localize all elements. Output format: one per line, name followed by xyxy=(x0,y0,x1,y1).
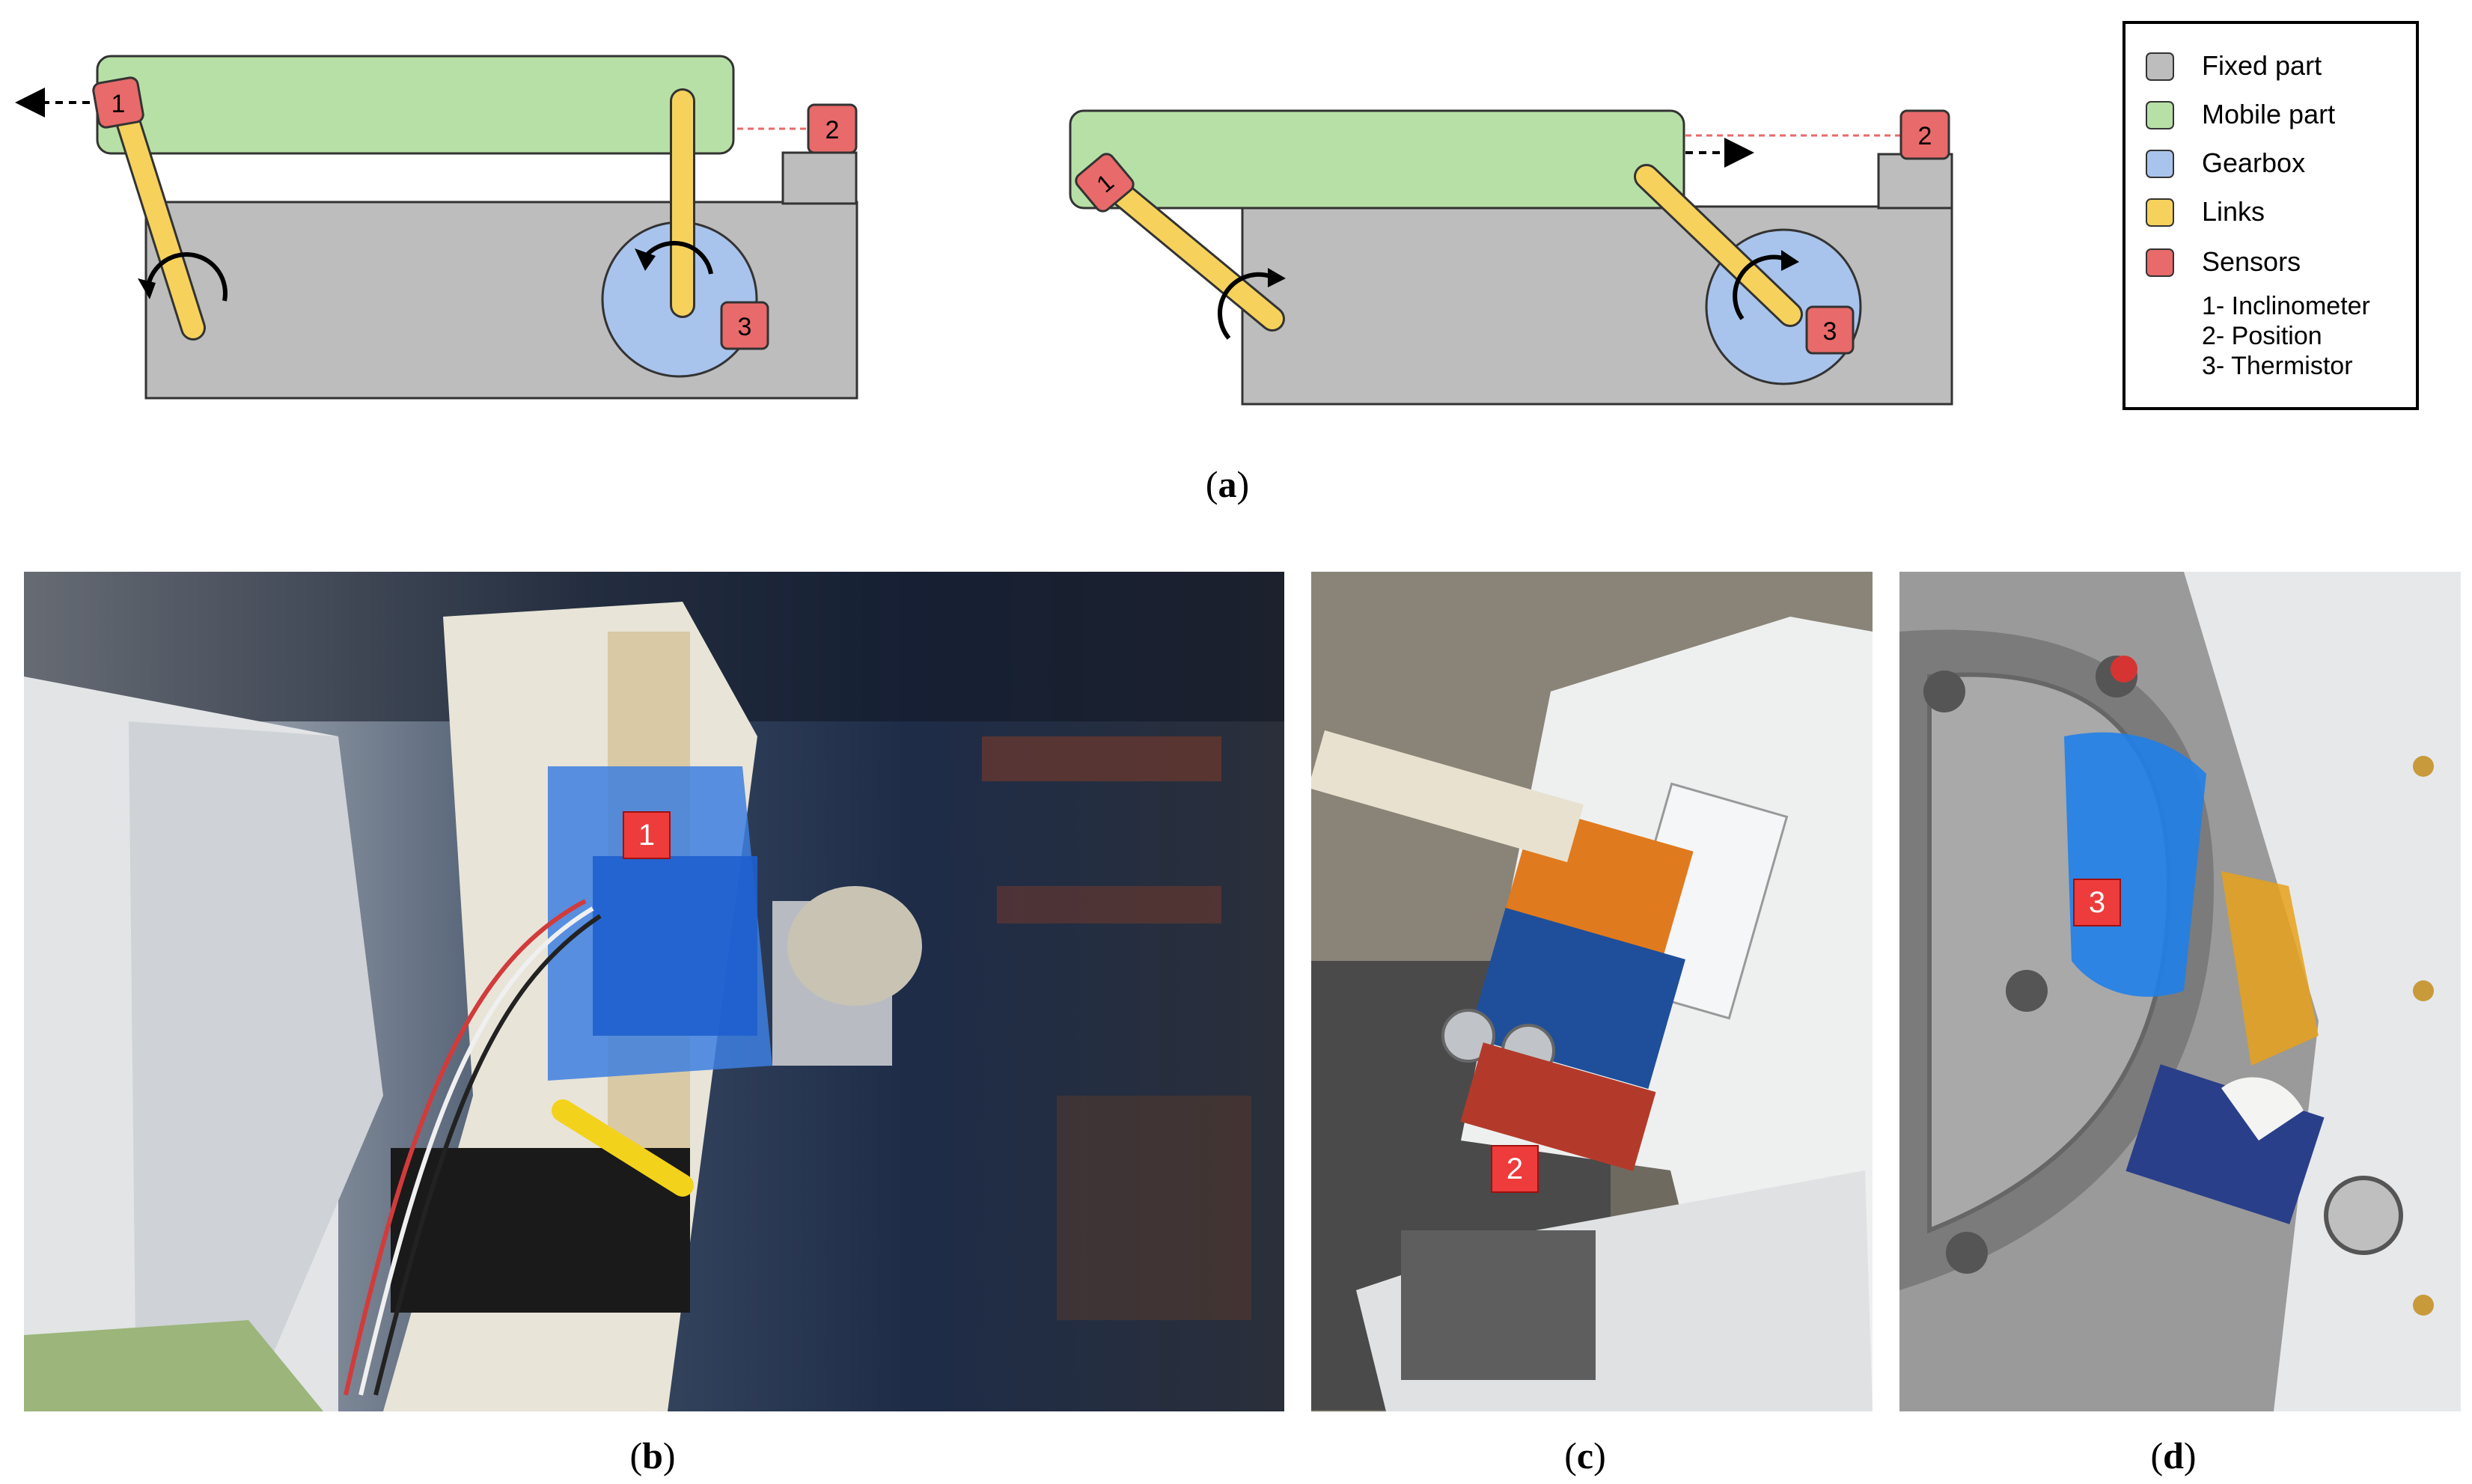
legend-label-sensors: Sensors xyxy=(2202,246,2301,277)
right-sensor-3: 3 xyxy=(1805,305,1855,355)
left-configuration: 1 2 3 xyxy=(15,55,858,400)
legend-item-mobile-part: Mobile part xyxy=(2146,99,2335,129)
left-fixed-stop xyxy=(781,151,858,205)
right-rotation-arrow-1 xyxy=(1218,272,1274,340)
legend-item-fixed-part: Fixed part xyxy=(2146,50,2322,81)
left-sensor-1: 1 xyxy=(92,76,144,129)
left-rotation-arrow-1 xyxy=(146,252,228,302)
caption-d: (d) xyxy=(2150,1435,2197,1477)
svg-text:3: 3 xyxy=(738,313,752,341)
caption-c: (c) xyxy=(1564,1435,1606,1477)
svg-text:2: 2 xyxy=(1918,122,1932,150)
legend-item-links: Links xyxy=(2146,196,2265,227)
legend-swatch-sensors xyxy=(2146,248,2174,277)
legend-swatch-mobile xyxy=(2146,101,2174,129)
right-sensor-2: 2 xyxy=(1899,109,1950,160)
right-mobile-part xyxy=(1069,109,1685,210)
photo-d-sensor-badge: 3 xyxy=(2073,879,2121,926)
mechanism-diagram: 1 2 3 1 2 xyxy=(15,21,2419,410)
photo-c-position-sensor: 2 xyxy=(1311,572,1873,1411)
right-rotation-arrow-2 xyxy=(1733,254,1786,320)
left-mobile-part xyxy=(96,55,735,155)
svg-text:1: 1 xyxy=(112,90,126,118)
legend-item-sensors: Sensors xyxy=(2146,246,2301,277)
photo-b-inclinometer: 1 xyxy=(24,572,1284,1411)
caption-b: (b) xyxy=(629,1435,676,1477)
right-fixed-stop xyxy=(1877,153,1953,210)
svg-text:2: 2 xyxy=(825,116,840,144)
legend-label-fixed: Fixed part xyxy=(2202,50,2322,81)
legend-label-mobile: Mobile part xyxy=(2202,99,2335,129)
legend-swatch-fixed xyxy=(2146,52,2174,81)
legend-label-links: Links xyxy=(2202,196,2265,227)
left-rotation-arrow-2 xyxy=(641,240,713,275)
svg-text:3: 3 xyxy=(1823,317,1837,346)
legend-swatch-gearbox xyxy=(2146,150,2174,178)
legend: Fixed part Mobile part Gearbox Links Sen… xyxy=(2122,21,2419,410)
right-sensor-1: 1 xyxy=(1075,153,1135,213)
photo-b-sensor-badge: 1 xyxy=(623,811,671,859)
left-sensor-2: 2 xyxy=(807,103,858,154)
legend-item-gearbox: Gearbox xyxy=(2146,147,2305,178)
legend-note-thermistor: 3- Thermistor xyxy=(2202,352,2353,380)
legend-note-inclinometer: 1- Inclinometer xyxy=(2202,292,2370,320)
right-configuration: 1 2 3 xyxy=(1069,109,1953,406)
photo-c-sensor-badge: 2 xyxy=(1491,1145,1539,1193)
legend-note-position: 2- Position xyxy=(2202,322,2322,350)
legend-swatch-links xyxy=(2146,198,2174,227)
photo-d-thermistor: 3 xyxy=(1899,572,2461,1411)
legend-label-gearbox: Gearbox xyxy=(2202,147,2305,178)
caption-a: (a) xyxy=(1205,463,1250,505)
left-sensor-3: 3 xyxy=(720,301,769,350)
